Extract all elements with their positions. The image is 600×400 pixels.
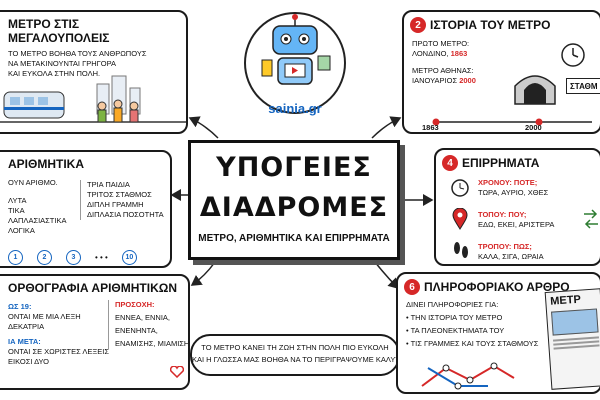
adverb-time-examples: ΤΩΡΑ, ΑΥΡΙΟ, ΧΘΕΣ (478, 188, 549, 197)
metro-map-icon (421, 362, 515, 390)
arrow-to-card2 (371, 116, 402, 139)
card1-line: ΤΟ ΜΕΤΡΟ ΒΟΗΘΑ ΤΟΥΣ ΑΝΘΡΩΠΟΥΣ (8, 49, 147, 58)
card5-left-line: ΕΙΚΟΣΙ ΔΥΟ (8, 357, 49, 366)
first-metro-year: 1863 (450, 49, 468, 58)
station-sign: ΣΤΑΘΜ (566, 78, 600, 94)
card4-title: ΕΠΙΡΡΗΜΑΤΑ (462, 156, 540, 170)
card4-number: 4 (442, 155, 458, 171)
athens-metro-month: ΙΑΝΟΥΑΡΙΟΣ (412, 76, 458, 85)
number-circle: 10 (121, 250, 137, 265)
number-circle: 2 (37, 250, 52, 265)
main-subtitle: ΜΕΤΡΟ, ΑΡΙΘΜΗΤΙΚΑ ΚΑΙ ΕΠΙΡΡΗΜΑΤΑ (198, 233, 390, 244)
arrow-to-card1 (188, 116, 219, 139)
card3-left-line: ΟΥΝ ΑΡΙΘΜΟ. (8, 178, 58, 187)
card2-title: ΙΣΤΟΡΙΑ ΤΟΥ ΜΕΤΡΟ (430, 18, 551, 32)
footer-message: ΤΟ ΜΕΤΡΟ ΚΑΝΕΙ ΤΗ ΖΩΗ ΣΤΗΝ ΠΟΛΗ ΠΙΟ ΕΥΚΟ… (190, 334, 417, 376)
card3-right-line: ΤΡΙΑ ΠΑΙΔΙΑ (87, 180, 130, 189)
adverb-manner-label: ΤΡΟΠΟΥ: ΠΩΣ; (478, 242, 532, 251)
clock-icon (451, 179, 469, 197)
card5-left-line: ΩΣ 19: (8, 302, 32, 311)
heart-icon (170, 366, 184, 378)
card3-right-line: ΔΙΠΛΑΣΙΑ ΠΟΣΟΤΗΤΑ (87, 210, 164, 219)
card6-number: 6 (404, 279, 420, 295)
tunnel-icon (514, 75, 556, 105)
card2-number: 2 (410, 17, 426, 33)
card3-left-line: ΛΥΤΑ (8, 196, 27, 205)
card5-left-line: ΙΑ ΜΕΤΑ: (8, 337, 41, 346)
card6-bullet: ΤΙΣ ΓΡΑΜΜΕΣ ΚΑΙ ΤΟΥΣ ΣΤΑΘΜΟΥΣ (410, 339, 539, 348)
card5-left-line: ΟΝΤΑΙ ΣΕ ΧΩΡΙΣΤΕΣ ΛΕΞΕΙΣ (8, 347, 109, 356)
timeline-start: 1863 (422, 123, 439, 132)
logo-text: sainia.gr (268, 101, 322, 116)
main-title-line1: ΥΠΟΓΕΙΕΣ (216, 152, 372, 183)
card-numeral-spelling: ΟΡΘΟΓΡΑΦΙΑ ΑΡΙΘΜΗΤΙΚΩΝ ΩΣ 19: ΟΝΤΑΙ ΜΕ Μ… (0, 274, 190, 390)
card1-title: ΜΕΤΡΟ ΣΤΙΣ ΜΕΓΑΛΟΥΠΟΛΕΙΣ (8, 17, 110, 45)
main-title-line2: ΔΙΑΔΡΟΜΕΣ (199, 192, 389, 223)
robot-logo-icon (244, 12, 346, 114)
station-sign-text: ΣΤΑΘΜ (570, 82, 598, 91)
card-metro-history: 2 ΙΣΤΟΡΙΑ ΤΟΥ ΜΕΤΡΟ ΠΡΩΤΟ ΜΕΤΡΟ: ΛΟΝΔΙΝΟ… (402, 10, 600, 134)
card-numerals: ΑΡΙΘΜΗΤΙΚΑ ΟΥΝ ΑΡΙΘΜΟ. ΛΥΤΑ ΤΙΚΑ ΛΑΠΛΑΣΙ… (0, 150, 172, 268)
card5-right-line: ΕΝΝΕΑ, ΕΝΝΙΑ, (115, 313, 171, 322)
adverb-place-label: ΤΟΠΟΥ: ΠΟΥ; (478, 210, 527, 219)
train-illustration (0, 75, 186, 123)
people-icon (97, 99, 139, 123)
clock-icon (561, 43, 585, 67)
card6-title: ΠΛΗΡΟΦΟΡΙΑΚΟ ΑΡΘΡΟ (424, 280, 570, 294)
card5-title: ΟΡΘΟΓΡΑΦΙΑ ΑΡΙΘΜΗΤΙΚΩΝ (8, 281, 178, 295)
card5-left-line: ΟΝΤΑΙ ΜΕ ΜΙΑ ΛΕΞΗ (8, 312, 81, 321)
arrows-icon (584, 209, 598, 229)
card5-left-line: ΔΕΚΑΤΡΙΑ (8, 322, 45, 331)
number-circle: 1 (8, 250, 23, 265)
card6-bullet: ΤΑ ΠΛΕΟΝΕΚΤΗΜΑΤΑ ΤΟΥ (410, 326, 505, 335)
card5-right-line: ΕΝΕΝΗΝΤΑ, (115, 326, 158, 335)
card3-left-line: ΛΟΓΙΚΑ (8, 226, 35, 235)
card3-right-line: ΔΙΠΛΗ ΓΡΑΜΜΗ (87, 200, 144, 209)
card-metro-cities: ΜΕΤΡΟ ΣΤΙΣ ΜΕΓΑΛΟΥΠΟΛΕΙΣ ΤΟ ΜΕΤΡΟ ΒΟΗΘΑ … (0, 10, 188, 134)
card-adverbs: 4 ΕΠΙΡΡΗΜΑΤΑ ΧΡΟΝΟΥ: ΠΟΤΕ; ΤΩΡΑ, ΑΥΡΙΟ, … (434, 148, 600, 266)
first-metro-label: ΠΡΩΤΟ ΜΕΤΡΟ: (412, 39, 470, 48)
first-metro-city: ΛΟΝΔΙΝΟ, (412, 49, 449, 58)
card3-title: ΑΡΙΘΜΗΤΙΚΑ (8, 157, 84, 171)
adverb-time-label: ΧΡΟΝΟΥ: ΠΟΤΕ; (478, 178, 538, 187)
footer-line2: ΚΑΙ Η ΓΛΩΣΣΑ ΜΑΣ ΒΟΗΘΑ ΝΑ ΤΟ ΠΕΡΙΓΡΑΨΟΥΜ… (192, 355, 417, 364)
card5-right-line: ΕΝΑΜΙΣΗΣ, ΜΙΑΜΙΣΗ (115, 339, 190, 348)
card1-line: ΚΑΙ ΕΥΚΟΛΑ ΣΤΗΝ ΠΟΛΗ. (8, 69, 101, 78)
card3-left-line: ΤΙΚΑ (8, 206, 25, 215)
timeline (432, 118, 592, 126)
athens-metro-year: 2000 (459, 76, 476, 85)
athens-metro-label: ΜΕΤΡΟ ΑΘΗΝΑΣ: (412, 66, 474, 75)
newspaper-title: ΜΕΤΡ (549, 293, 582, 308)
location-pin-icon (452, 208, 468, 230)
number-circle: 3 (66, 250, 81, 265)
adverb-place-examples: ΕΔΩ, ΕΚΕΙ, ΑΡΙΣΤΕΡΑ (478, 220, 555, 229)
arrow-to-card5 (190, 261, 216, 286)
timeline-end: 2000 (525, 123, 542, 132)
footsteps-icon (454, 242, 468, 258)
attention-label: ΠΡΟΣΟΧΗ: (115, 300, 155, 309)
adverb-manner-examples: ΚΑΛΑ, ΣΙΓΑ, ΩΡΑΙΑ (478, 252, 544, 261)
card6-bullet: ΤΗΝ ΙΣΤΟΡΙΑ ΤΟΥ ΜΕΤΡΟ (410, 313, 503, 322)
footer-line1: ΤΟ ΜΕΤΡΟ ΚΑΝΕΙ ΤΗ ΖΩΗ ΣΤΗΝ ΠΟΛΗ ΠΙΟ ΕΥΚΟ… (201, 343, 389, 352)
central-title-box: ΥΠΟΓΕΙΕΣ ΔΙΑΔΡΟΜΕΣ ΜΕΤΡΟ, ΑΡΙΘΜΗΤΙΚΑ ΚΑΙ… (188, 140, 400, 260)
card-info-article: 6 ΠΛΗΡΟΦΟΡΙΑΚΟ ΑΡΘΡΟ ΔΙΝΕΙ ΠΛΗΡΟΦΟΡΙΕΣ Γ… (396, 272, 600, 394)
newspaper-icon: ΜΕΤΡ (544, 288, 600, 390)
card3-right-line: ΤΡΙΤΟΣ ΣΤΑΘΜΟΣ (87, 190, 152, 199)
dots: • • • (95, 252, 108, 262)
card3-left-line: ΛΑΠΛΑΣΙΑΣΤΙΚΑ (8, 216, 67, 225)
card6-intro: ΔΙΝΕΙ ΠΛΗΡΟΦΟΡΙΕΣ ΓΙΑ: (406, 300, 499, 309)
arrow-to-card6 (374, 261, 400, 290)
card1-line: ΝΑ ΜΕΤΑΚΙΝΟΥΝΤΑΙ ΓΡΗΓΟΡΑ (8, 59, 117, 68)
